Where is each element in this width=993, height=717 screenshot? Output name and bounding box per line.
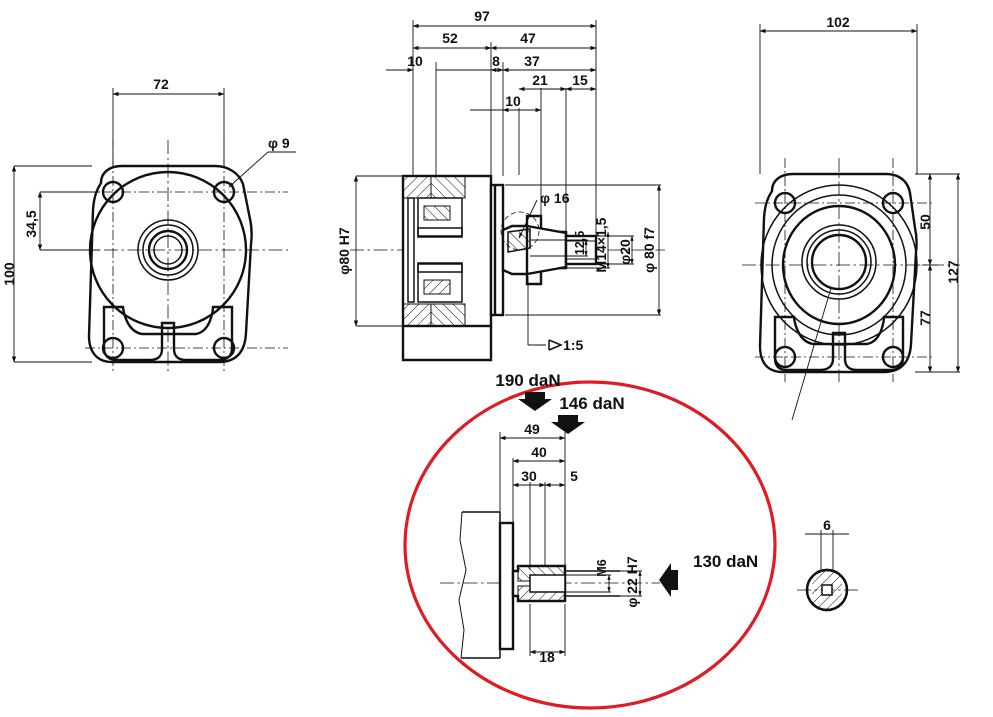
detail-dim-m6-label: M6 [595,559,609,576]
left-view-bore [153,235,183,265]
middle-hatch-br [431,304,465,326]
middle-dim-80h7-label: φ80 H7 [336,227,352,275]
detail-tapped-bore [529,574,566,593]
detail-circle-group [403,380,777,710]
middle-flange-plate [489,183,505,317]
load-arrow-130-icon [659,563,678,597]
middle-dim-m14-label: M14×1,5 [593,217,609,272]
middle-inner-hatch-top [424,206,450,220]
right-view-group [742,24,961,421]
right-dim-77-label: 77 [917,310,933,326]
right-view-lower-pocket [773,315,905,372]
detail-dim-49-label: 49 [524,421,540,437]
middle-inner-hatch-bot-outline [423,279,451,295]
left-view-hub-ring-2 [142,224,194,276]
left-hole-callout-label: φ 9 [268,135,290,151]
middle-dim-16-label: φ 16 [540,190,570,206]
left-view-hub-ring-3 [147,229,189,271]
middle-dim-21-label: 21 [532,72,548,88]
middle-dim-15-label: 15 [572,72,588,88]
load-label-130: 130 daN [693,552,758,571]
middle-dim-47-label: 47 [520,30,536,46]
key-dim-6-label: 6 [823,517,831,533]
detail-dim-40-label: 40 [531,444,547,460]
detail-highlight-circle [403,380,777,710]
detail-flange-plate [498,521,515,651]
middle-shaft-taper [525,224,568,276]
detail-dim-18-label: 18 [539,649,555,665]
key-detail-group [797,530,858,612]
middle-dim-37-label: 37 [524,53,540,69]
detail-dim-5-label: 5 [570,468,578,484]
middle-dim-10b-label: 10 [505,93,521,109]
middle-dim-97-label: 97 [474,8,490,24]
middle-taper-symbol [548,339,563,351]
middle-inner-hatch-top-outline [423,205,451,221]
middle-dim-52-label: 52 [442,30,458,46]
right-view-body-outline [758,172,918,374]
detail-housing-break [458,511,467,659]
left-view-body-outline [87,164,253,364]
right-view-boss-inner [781,204,897,326]
middle-bearing-race-top [417,227,463,238]
left-view-hole-leader [228,151,269,188]
right-view-leader [791,287,832,421]
middle-hatch-br-outline [430,303,466,327]
right-view-boss-mid [771,194,907,336]
left-view-bolt-hole-tl [101,180,125,204]
middle-seal-strip [407,197,415,303]
middle-view-group [350,20,665,362]
left-view-bolt-hole-br [212,336,236,360]
middle-keyway-hatch [508,229,530,252]
load-arrow-146-icon [551,415,585,434]
right-view-bolt-hole-tr [881,191,905,215]
left-view-hub-ring-1 [137,219,199,281]
middle-key-circle [500,211,540,251]
right-view-bolt-hole-tl [773,191,797,215]
middle-inner-hatch-bot [424,280,450,294]
middle-hatch-bl [403,304,431,326]
right-dim-127-label: 127 [945,260,961,284]
load-arrow-190-icon [518,392,552,411]
middle-dim-20-label: φ20 [617,239,633,265]
middle-dim-8-label: 8 [492,53,500,69]
middle-dim-80f7-label: φ 80 f7 [641,227,657,273]
middle-bearing-race-bot [417,262,463,273]
left-dim-72-label: 72 [153,76,169,92]
middle-hatch-tl [403,176,431,198]
left-dim-100-label: 100 [1,262,17,286]
left-dim-345-label: 34,5 [23,210,39,237]
middle-taper-label: 1:5 [563,337,583,353]
middle-housing-skirt [401,326,493,362]
right-dim-50-label: 50 [917,214,933,230]
middle-dim-10a-label: 10 [407,53,423,69]
left-view-lower-pocket [102,305,234,362]
middle-dia16-leader [518,199,538,239]
load-label-190: 190 daN [495,371,560,390]
key-detail-bore [821,584,833,596]
middle-dim-125-label: 12,5 [573,231,587,255]
left-view-bolt-hole-tr [212,180,236,204]
middle-hatch-tr [431,176,465,198]
right-view-hub-ring-2 [806,229,872,295]
key-detail-circle-outline [805,568,849,612]
detail-dim-30-label: 30 [521,468,537,484]
right-view-bore [810,233,868,291]
right-dim-102-label: 102 [826,14,850,30]
load-label-146: 146 daN [559,394,624,413]
detail-dim-22-label: φ 22 H7 [624,556,640,607]
left-view-group [11,88,296,372]
right-view-hub-ring-1 [801,224,877,300]
